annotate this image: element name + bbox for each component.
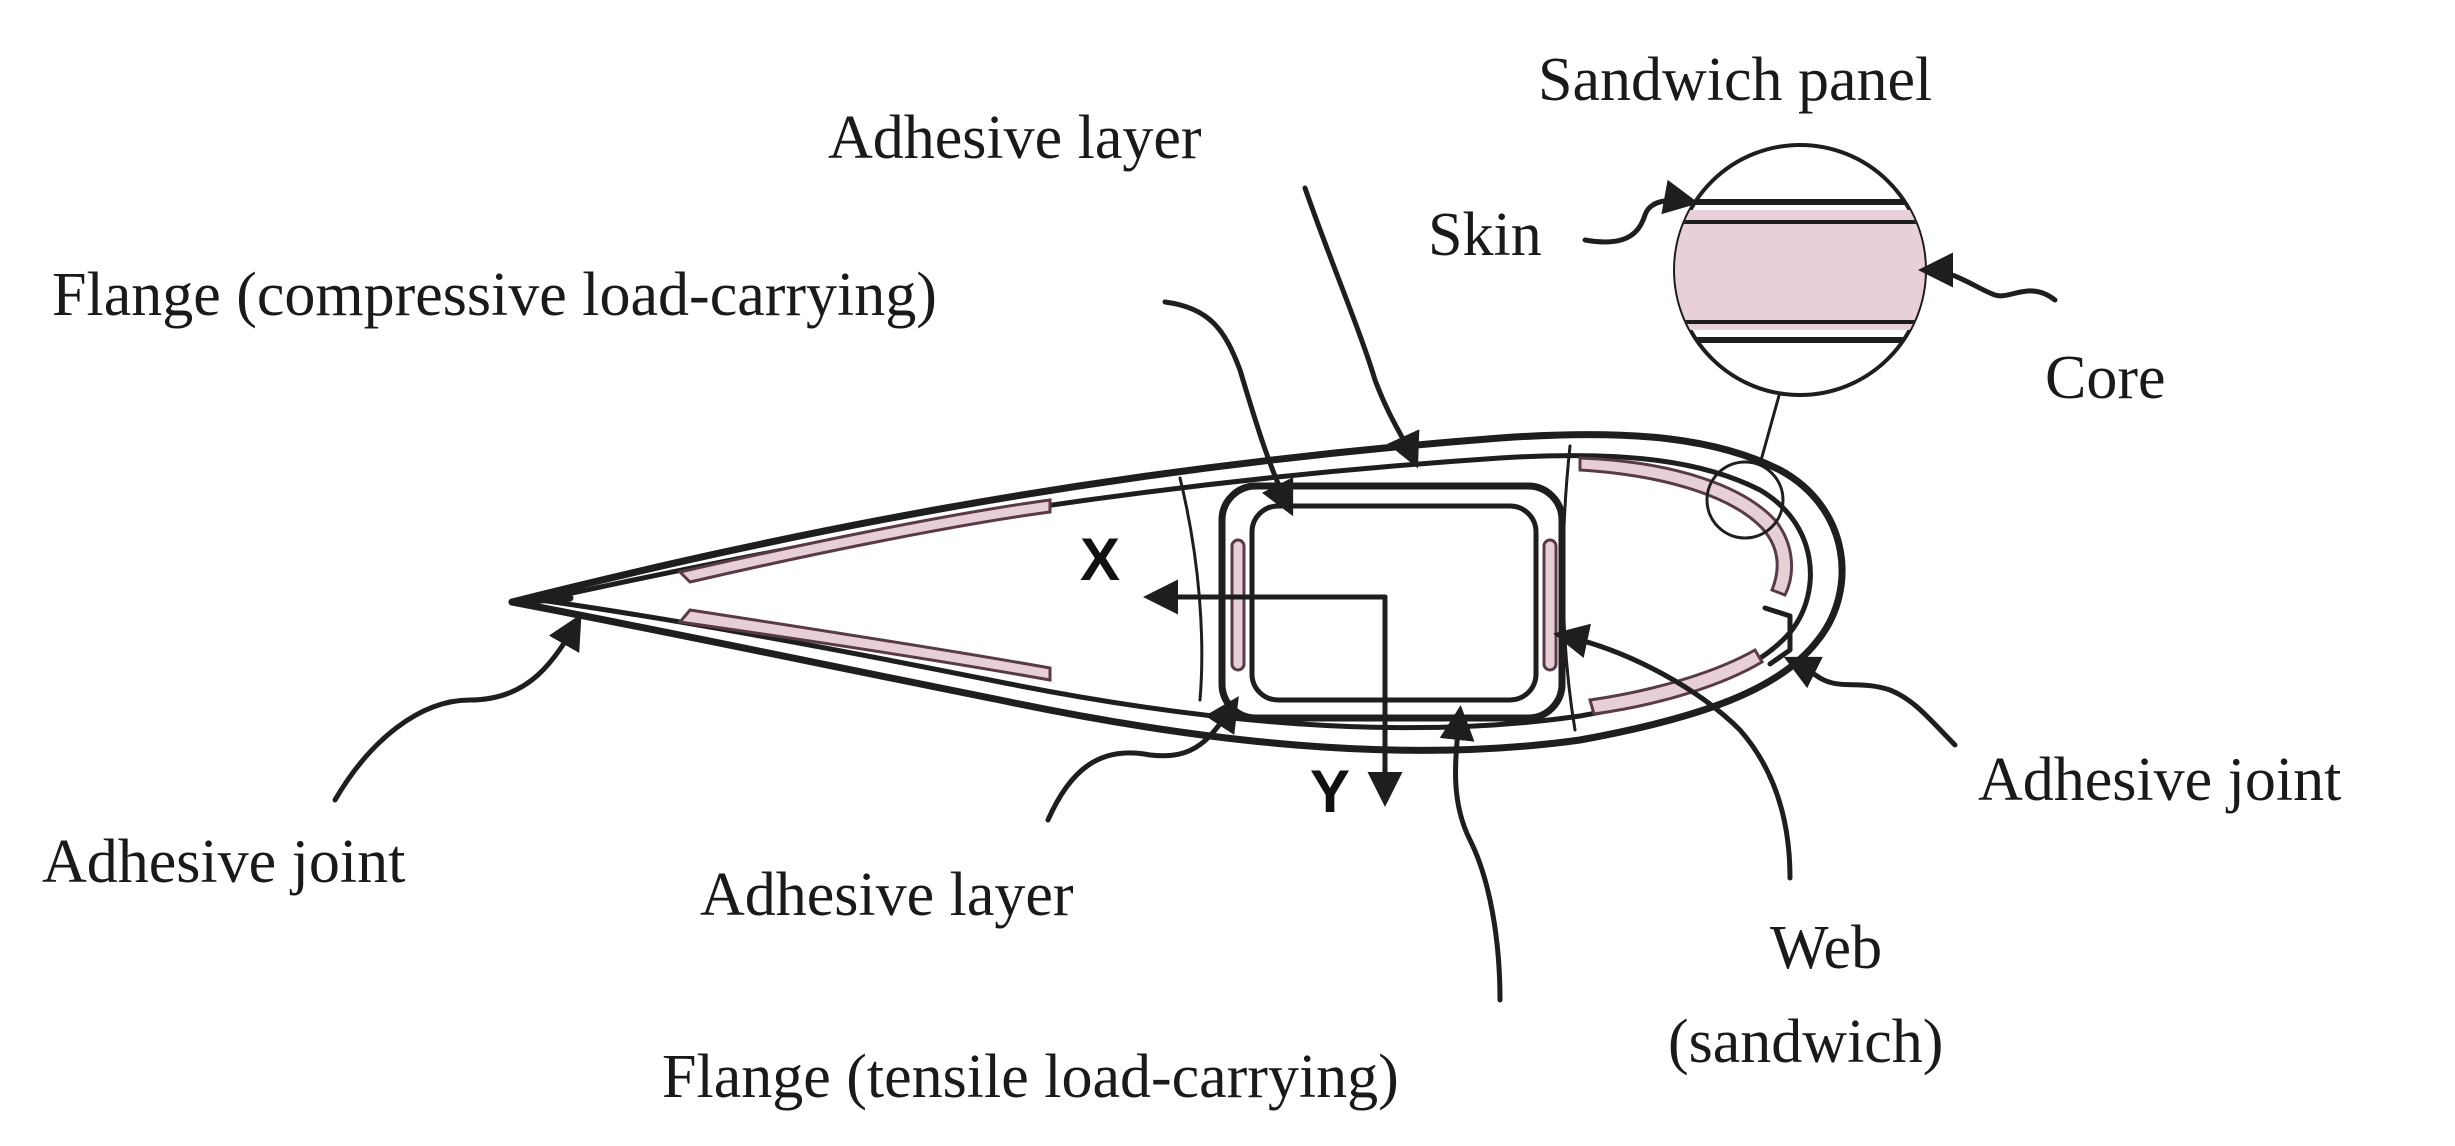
label-flange-tensile: Flange (tensile load-carrying): [662, 1043, 1399, 1111]
spar-outer: [1218, 482, 1566, 722]
text-labels: Sandwich panel Skin Core Adhesive layer …: [42, 46, 2341, 1111]
lower-aft-laminate: [677, 608, 1052, 682]
label-sandwich-panel: Sandwich panel: [1538, 46, 1932, 114]
upper-aft-laminate: [677, 498, 1052, 584]
label-web-sandwich: (sandwich): [1668, 1008, 1943, 1076]
core-leader: [1918, 252, 2058, 303]
leader-lines: [332, 179, 2058, 1003]
zoom-source-circle: [1705, 460, 1785, 540]
y-axis-label: Y: [1310, 758, 1350, 825]
nose-joint: [1762, 605, 1793, 667]
trailing-edge-bond: [508, 594, 574, 606]
zoom-connector: [1758, 391, 1782, 465]
label-flange-compressive: Flange (compressive load-carrying): [52, 261, 937, 329]
right-web-core: [1542, 538, 1558, 672]
sandwich-panel-detail: [1673, 143, 1927, 540]
label-skin: Skin: [1428, 201, 1542, 269]
airfoil-inner-contour: [537, 453, 1813, 731]
coordinate-axes: X Y: [1080, 526, 1403, 825]
web-leader: [1553, 623, 1793, 881]
adhesive-joint-left-leader: [332, 613, 582, 803]
label-adhesive-joint-right: Adhesive joint: [1978, 746, 2341, 814]
airfoil-outer-contour: [508, 431, 1846, 754]
core-band: [1675, 210, 1925, 330]
label-adhesive-layer-top: Adhesive layer: [828, 104, 1202, 172]
adhesive-joint-right-leader: [1783, 656, 1958, 748]
label-adhesive-joint-left: Adhesive joint: [42, 828, 405, 896]
label-adhesive-layer-bottom: Adhesive layer: [700, 861, 1074, 929]
label-web: Web: [1770, 914, 1882, 982]
airfoil-shell: [508, 431, 1846, 754]
skin-leader: [1582, 179, 1699, 245]
adhesive-layer-top-leader: [1302, 185, 1420, 469]
label-core: Core: [2045, 344, 2166, 412]
flange-compressive-leader: [1162, 299, 1294, 517]
x-axis-label: X: [1080, 526, 1120, 593]
adhesive-layer-bottom-leader: [1045, 696, 1239, 823]
spar-inner: [1249, 503, 1539, 703]
left-web-core: [1230, 538, 1246, 672]
aft-web-partition: [1178, 476, 1204, 702]
flange-tensile-leader: [1439, 705, 1503, 1003]
box-spar: [1218, 482, 1566, 722]
upper-nose-laminate: [1578, 456, 1794, 597]
